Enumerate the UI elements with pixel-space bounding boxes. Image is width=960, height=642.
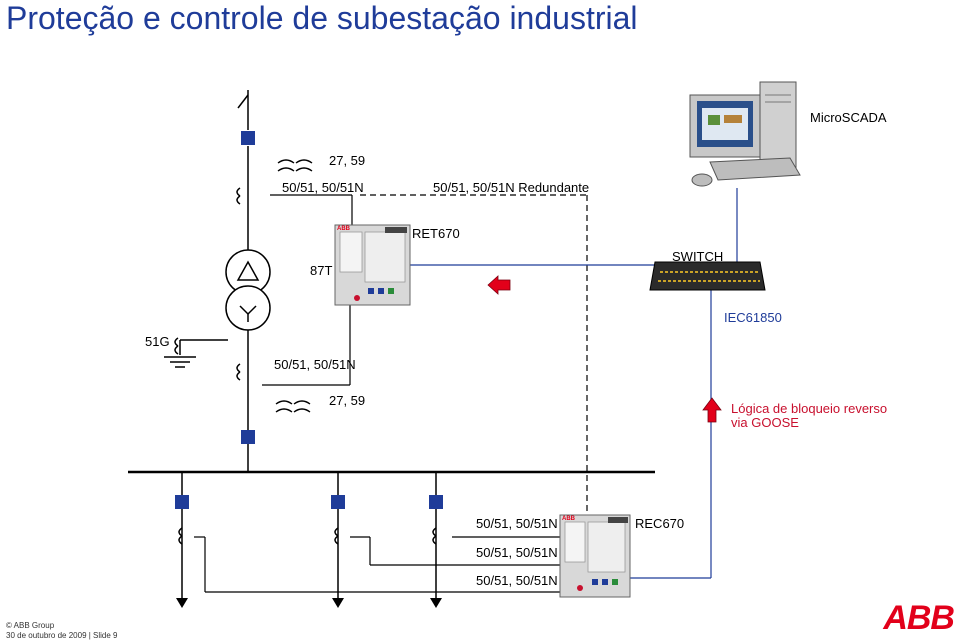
footer-date-slide: 30 de outubro de 2009 | Slide 9 — [6, 631, 118, 640]
breaker-secondary — [241, 430, 255, 444]
current-transformers — [174, 187, 437, 545]
label-5051-mid: 50/51, 50/51N — [274, 357, 356, 372]
label-feeder1: 50/51, 50/51N — [476, 516, 558, 531]
label-51g: 51G — [145, 334, 170, 349]
vt-top-a — [277, 159, 295, 172]
label-microscada: MicroSCADA — [810, 110, 887, 125]
breaker-feeder3 — [429, 495, 443, 509]
label-switch: SWITCH — [672, 249, 724, 264]
ct-feeder3 — [432, 527, 437, 545]
ct-mid — [236, 363, 241, 381]
ret670-relay — [334, 224, 411, 306]
label-27-59-top: 27, 59 — [329, 153, 366, 168]
label-5051-redundante: 50/51, 50/51N Redundante — [433, 180, 590, 195]
ct-feeder1 — [178, 527, 183, 545]
ct-feeder2 — [334, 527, 339, 545]
ct-neutral — [174, 337, 179, 355]
footer-copyright: © ABB Group — [6, 621, 55, 630]
page-title: Proteção e controle de subestação indust… — [6, 0, 638, 36]
breaker-incoming — [241, 131, 255, 145]
neutral-grounding — [164, 339, 228, 368]
feeder-relay-wiring — [194, 536, 560, 593]
vt-bottom-a — [275, 400, 293, 413]
redundant-link — [360, 194, 588, 515]
disconnector-top — [237, 94, 249, 109]
label-27-59-bottom: 27, 59 — [329, 393, 366, 408]
arrow-up — [702, 397, 722, 423]
ct-top — [236, 187, 241, 205]
label-rec670: REC670 — [635, 516, 685, 531]
label-feeder3: 50/51, 50/51N — [476, 573, 558, 588]
feeder-arrows — [176, 598, 442, 608]
rec670-relay — [559, 514, 631, 598]
abb-logo: ABB — [883, 599, 955, 637]
label-ret670: RET670 — [412, 226, 460, 241]
breaker-feeder1 — [175, 495, 189, 509]
communication-lines — [410, 188, 738, 579]
outgoing-feeders — [181, 472, 437, 600]
rec670-brand: ABB — [562, 516, 575, 522]
label-logica-line2: via GOOSE — [731, 415, 799, 430]
vt-top-b — [295, 159, 313, 172]
relay-wiring — [262, 194, 353, 386]
arrow-left — [487, 275, 511, 295]
label-logica-line1: Lógica de bloqueio reverso — [731, 401, 888, 416]
label-5051-top: 50/51, 50/51N — [282, 180, 364, 195]
computer-workstation — [689, 81, 801, 187]
label-87t: 87T — [310, 263, 333, 278]
ethernet-switch — [649, 261, 766, 291]
ret670-brand: ABB — [337, 226, 350, 232]
voltage-transformers — [275, 159, 313, 413]
goose-arrows — [487, 275, 722, 423]
breaker-feeder2 — [331, 495, 345, 509]
power-transformer — [225, 249, 271, 331]
incoming-feeder — [237, 90, 249, 472]
label-feeder2: 50/51, 50/51N — [476, 545, 558, 560]
vt-bottom-b — [293, 400, 311, 413]
label-iec61850: IEC61850 — [724, 310, 782, 325]
